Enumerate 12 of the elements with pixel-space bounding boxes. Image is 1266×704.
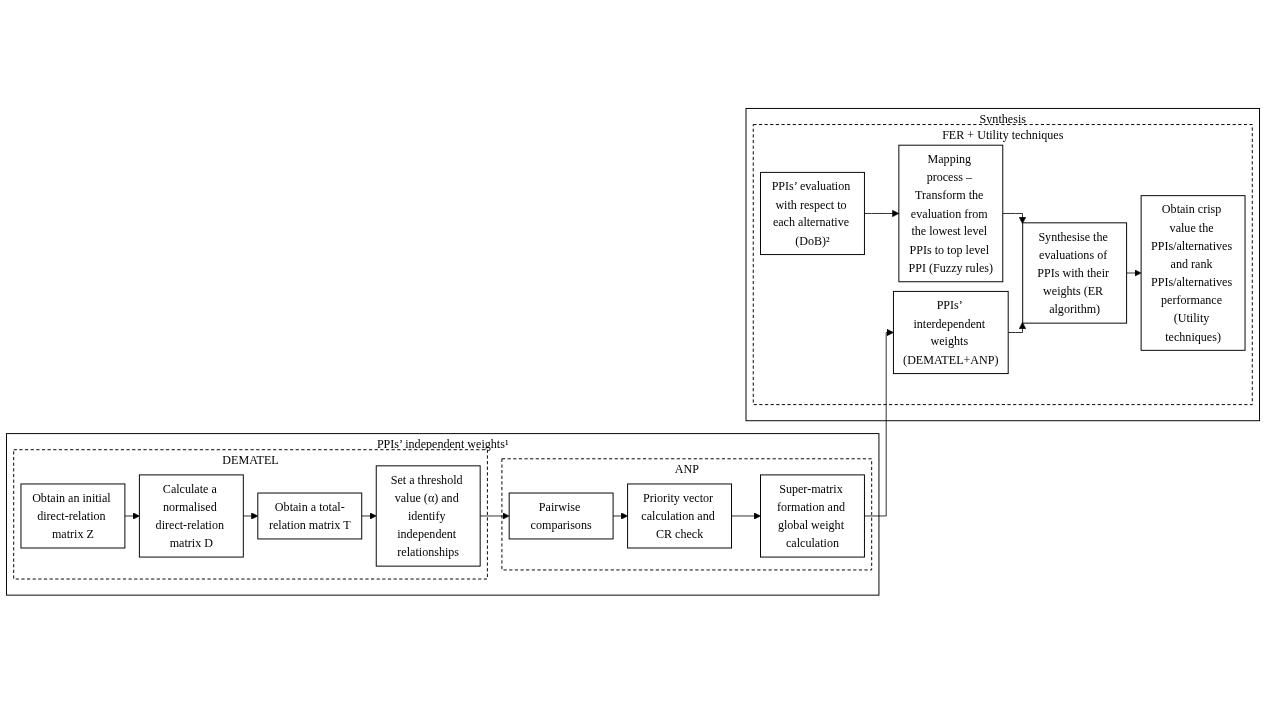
node-box: Priority vector calculation and CR check	[627, 483, 732, 549]
node-box: Calculate a normalised direct-relation matrix D	[138, 474, 244, 558]
node-box: PPIs’ interdependent weights (DEMATEL+ANP)	[892, 291, 1009, 375]
node-box: Obtain an initial direct-relation matrix Z	[20, 483, 126, 549]
node-box: PPIs’ evaluation with respect to each alternative (DoB)²	[760, 172, 865, 256]
node-box: Synthesise the evaluations of PPIs with their weights (ER algorithm)	[1022, 222, 1128, 324]
node-box: Obtain a total-relation matrix T	[257, 492, 363, 540]
node-box: Mapping process – Transform the evaluation from the lowest level PPIs to top level PPI (Fuzzy rules)	[898, 144, 1004, 283]
node-box: Obtain crisp value the PPIs/alternatives and rank PPIs/alternatives performance (Utility techniques)	[1140, 195, 1246, 351]
node-box: Set a threshold value (α) and identify independent relationships	[375, 465, 481, 567]
node-box: Super-matrix formation and global weight calculation	[760, 474, 865, 558]
node-box: Pairwise comparisons	[508, 492, 614, 540]
